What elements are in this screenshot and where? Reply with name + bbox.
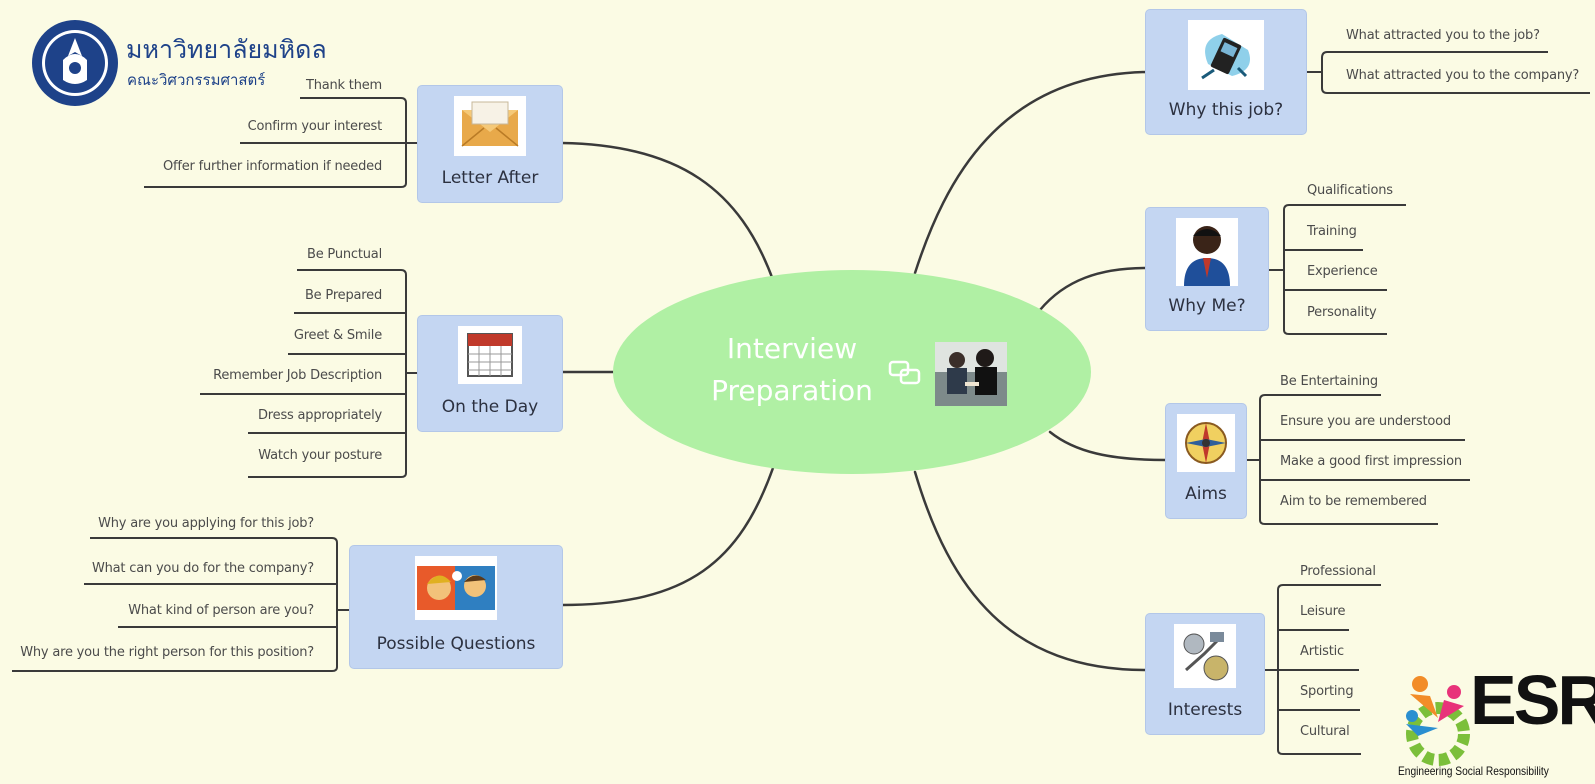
person-icon: [1176, 218, 1238, 286]
leaf-watch-posture: Watch your posture: [258, 448, 382, 463]
leaf-offer-information: Offer further information if needed: [162, 159, 382, 174]
connector-letter-after: [560, 141, 775, 282]
connector-interests: [913, 470, 1148, 672]
branch-interests[interactable]: Interests: [1146, 614, 1264, 734]
bracket-on-the-day: [200, 269, 418, 478]
bracket-why-this-job: [1306, 51, 1590, 94]
envelope-icon: [454, 96, 526, 156]
leaf-be-punctual: Be Punctual: [306, 247, 382, 262]
esr-wordmark: ESR: [1470, 661, 1595, 739]
leaf-be-prepared: Be Prepared: [304, 288, 382, 303]
leaf-attracted-to-company: What attracted you to the company?: [1346, 68, 1580, 83]
bracket-aims: [1246, 394, 1470, 525]
leaf-why-applying: Why are you applying for this job?: [98, 516, 314, 531]
esr-gear-logo: [1398, 666, 1590, 778]
center-topic: [613, 270, 1091, 474]
center-title: Interview Preparation: [711, 332, 873, 407]
leaf-sporting: Sporting: [1300, 684, 1354, 699]
link-icon: [888, 360, 922, 390]
leaf-personality: Personality: [1307, 305, 1377, 320]
branch-label: On the Day: [441, 397, 539, 417]
leaf-training: Training: [1307, 224, 1357, 239]
leaf-professional: Professional: [1300, 564, 1376, 579]
leaf-leisure: Leisure: [1300, 604, 1346, 619]
connector-why-me: [1038, 266, 1148, 312]
connector-possible-questions: [560, 466, 775, 607]
university-name: มหาวิทยาลัยมหิดล: [126, 35, 327, 64]
faculty-name: คณะวิศวกรรมศาสตร์: [127, 71, 266, 89]
leaf-dress-appropriately: Dress appropriately: [257, 408, 382, 423]
leaf-cultural: Cultural: [1300, 724, 1350, 739]
leaf-what-can-you-do: What can you do for the company?: [91, 561, 314, 576]
branch-label: Possible Questions: [376, 634, 536, 654]
bracket-interests: [1264, 584, 1381, 755]
leaf-what-kind-of-person: What kind of person are you?: [128, 603, 314, 618]
leaf-experience: Experience: [1307, 264, 1378, 279]
leaf-good-first-impression: Make a good first impression: [1280, 454, 1462, 469]
leaf-why-right-person: Why are you the right person for this po…: [20, 645, 314, 660]
bracket-letter-after: [144, 97, 418, 188]
branch-label: Aims: [1185, 484, 1227, 504]
leaf-thank-them: Thank them: [305, 78, 382, 93]
bracket-why-me: [1268, 204, 1406, 335]
leaf-aim-remembered: Aim to be remembered: [1280, 494, 1427, 509]
esr-caption: Engineering Social Responsibility: [1398, 764, 1549, 778]
leaf-be-entertaining: Be Entertaining: [1280, 374, 1378, 389]
phone-icon: [1188, 20, 1264, 90]
interview-photo: [935, 342, 1007, 406]
calendar-icon: [458, 326, 522, 384]
branch-label: Interests: [1167, 700, 1243, 720]
branch-aims[interactable]: Aims: [1166, 404, 1246, 518]
leaf-confirm-interest: Confirm your interest: [247, 119, 383, 134]
bracket-possible-questions: [12, 537, 350, 672]
conversation-icon: [415, 556, 497, 620]
leaf-attracted-to-job: What attracted you to the job?: [1346, 28, 1540, 43]
activities-icon: [1174, 624, 1236, 688]
mahidol-seal-logo: [30, 18, 120, 112]
leaf-remember-job-description: Remember Job Description: [213, 368, 382, 383]
branch-label: Letter After: [441, 168, 539, 188]
branch-why-this-job[interactable]: Why this job?: [1146, 10, 1306, 134]
branch-why-me[interactable]: Why Me?: [1146, 208, 1268, 330]
branch-label: Why this job?: [1168, 100, 1284, 120]
branch-possible-questions[interactable]: Possible Questions: [350, 546, 562, 668]
branch-letter-after[interactable]: Letter After: [418, 86, 562, 202]
branch-on-the-day[interactable]: On the Day: [418, 316, 562, 431]
connector-aims: [1048, 430, 1168, 462]
leaf-ensure-understood: Ensure you are understood: [1280, 414, 1451, 429]
leaf-qualifications: Qualifications: [1307, 183, 1393, 198]
leaf-greet-smile: Greet & Smile: [293, 328, 382, 343]
branch-label: Why Me?: [1168, 296, 1246, 316]
connector-why-this-job: [913, 70, 1148, 275]
leaf-artistic: Artistic: [1300, 644, 1344, 659]
compass-icon: [1177, 414, 1235, 472]
